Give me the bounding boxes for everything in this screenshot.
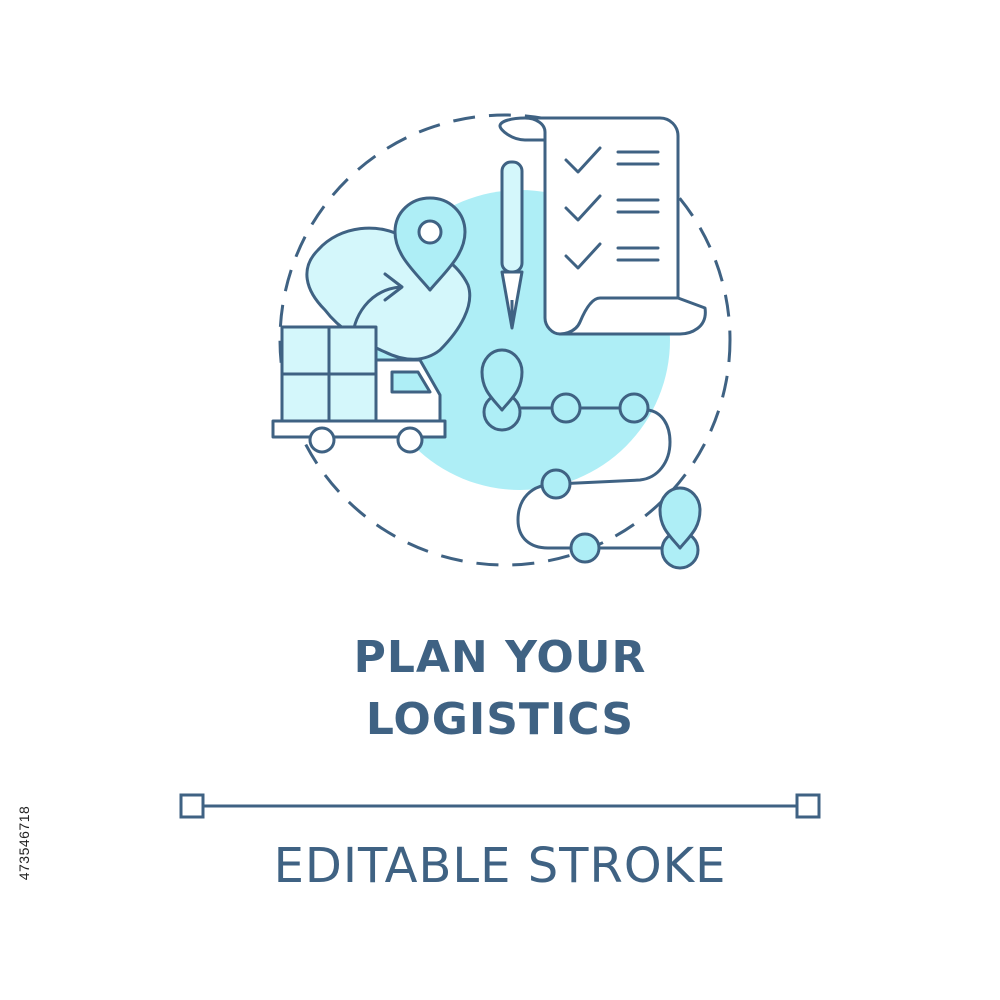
stock-id-container: 473546718 (14, 768, 34, 918)
title-line-1: PLAN YOUR (353, 632, 647, 683)
checklist-scroll-icon (498, 116, 707, 336)
route-start-pin-icon (480, 348, 524, 432)
route-end-pin-icon (658, 486, 702, 570)
pen-icon (500, 160, 524, 330)
stroke-handle-right (795, 793, 821, 819)
route-path (500, 406, 682, 550)
route-node (550, 392, 582, 424)
subtitle: EDITABLE STROKE (273, 838, 727, 894)
route-node (569, 532, 601, 564)
title-line-2: LOGISTICS (365, 694, 635, 745)
route-node (618, 392, 650, 424)
stroke-handle-left (179, 793, 205, 819)
map-pin-icon (393, 196, 467, 292)
editable-stroke-line (179, 793, 821, 819)
route-node (540, 468, 572, 500)
stock-id: 473546718 (16, 805, 32, 881)
dashed-ring (278, 113, 732, 567)
truck-icon (271, 325, 447, 454)
